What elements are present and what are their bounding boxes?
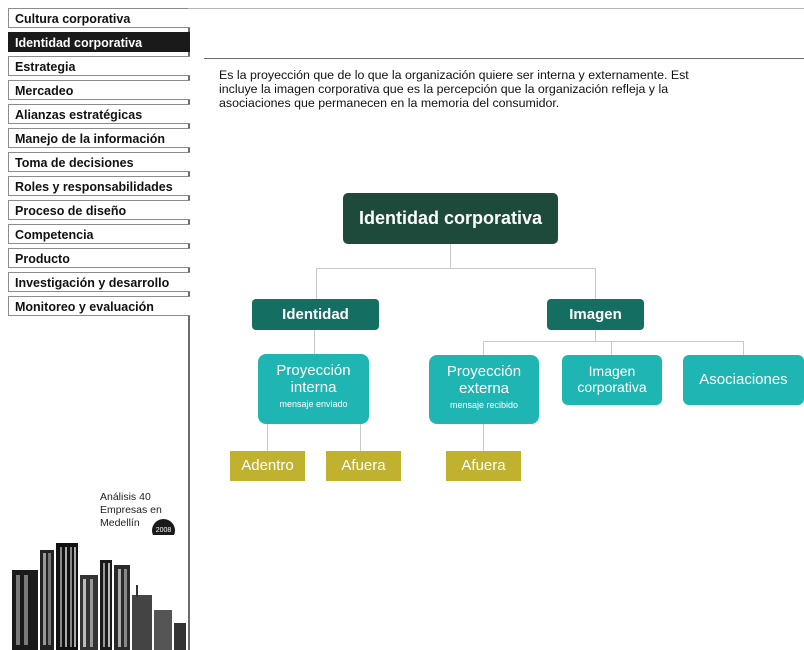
node-label: Asociaciones [699,371,788,388]
node-asociaciones: Asociaciones [683,355,804,405]
intro-paragraph: Es la proyección que de lo que la organi… [219,68,804,110]
node-sublabel: mensaje recibido [449,400,519,410]
sidebar-item-proceso-de-diseno[interactable]: Proceso de diseño [8,200,190,220]
sidebar-item-identidad-corporativa[interactable]: Identidad corporativa [8,32,190,52]
badge-line-1: Análisis 40 [100,491,151,503]
connector [595,268,596,299]
node-proyeccion-interna: Proyección interna mensaje enviado [258,354,369,424]
sidebar-item-toma-de-decisiones[interactable]: Toma de decisiones [8,152,190,172]
node-label-line-2: interna [290,379,337,396]
sidebar-item-roles-y-responsabilidades[interactable]: Roles y responsabilidades [8,176,190,196]
connector [314,330,315,354]
node-label: Adentro [241,457,294,474]
content-top-border [188,8,804,9]
connector [316,268,317,299]
sidebar-item-investigacion-y-desarrollo[interactable]: Investigación y desarrollo [8,272,190,292]
connector [483,341,744,342]
node-label: Afuera [461,457,506,474]
connector [360,424,361,451]
node-proyeccion-externa: Proyección externa mensaje recibido [429,355,539,424]
connector [316,268,596,269]
badge-line-2: Empresas en [100,504,162,516]
node-imagen: Imagen [547,299,644,330]
node-label: Identidad corporativa [358,208,543,228]
badge-line-3: Medellín [100,517,140,529]
connector [743,341,744,355]
connector [611,341,612,355]
header-divider [204,58,804,59]
node-sublabel: mensaje enviado [279,399,348,409]
sidebar-item-competencia[interactable]: Competencia [8,224,190,244]
node-imagen-corporativa: Imagen corporativa [562,355,662,405]
sidebar-item-manejo-de-la-informacion[interactable]: Manejo de la información [8,128,190,148]
node-label-line-2: externa [458,380,510,397]
node-identidad-corporativa: Identidad corporativa [343,193,558,244]
connector [595,330,596,342]
city-skyline-image [8,535,188,650]
node-afuera-externa: Afuera [446,451,521,481]
intro-line-3: asociaciones que permanecen en la memori… [219,96,560,110]
study-badge: Análisis 40 Empresas en Medellín [100,491,162,530]
node-label-line-1: Proyección [446,363,522,380]
node-label-line-1: Imagen [588,363,636,379]
connector [483,424,484,451]
connector [483,341,484,355]
sidebar-item-mercadeo[interactable]: Mercadeo [8,80,190,100]
node-label-line-2: corporativa [577,379,647,395]
node-label: Identidad [282,306,349,323]
sidebar-item-producto[interactable]: Producto [8,248,190,268]
intro-line-1: Es la proyección que de lo que la organi… [219,68,689,82]
sidebar-item-alianzas-estrategicas[interactable]: Alianzas estratégicas [8,104,190,124]
node-label: Imagen [569,306,622,323]
node-label: Afuera [341,457,386,474]
connector [267,424,268,451]
connector [450,244,451,269]
sidebar-item-cultura-corporativa[interactable]: Cultura corporativa [8,8,190,28]
sidebar-item-estrategia[interactable]: Estrategia [8,56,190,76]
node-adentro: Adentro [230,451,305,481]
sidebar-item-monitoreo-y-evaluacion[interactable]: Monitoreo y evaluación [8,296,190,316]
node-label-line-1: Proyección [276,362,351,379]
intro-line-2: incluye la imagen corporativa que es la … [219,82,669,96]
node-afuera-interna: Afuera [326,451,401,481]
node-identidad: Identidad [252,299,379,330]
